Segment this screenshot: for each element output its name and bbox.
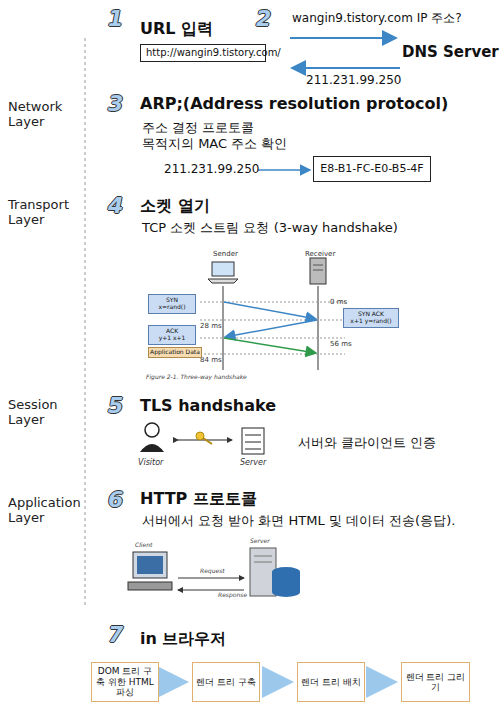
text-label: 서버와 클라이언트 인증: [298, 436, 436, 451]
text-label: 주소 결정 프로토콜: [142, 121, 254, 136]
box-subtext: x=rand(): [158, 304, 185, 311]
process-box: 렌더 트리 그리기: [401, 662, 470, 702]
flow-arrow: [162, 678, 181, 686]
text-label: 211.231.99.250: [164, 163, 259, 177]
text-label: Figure 2-1. Three-way handshake: [146, 374, 247, 381]
text-label: 목적지의 MAC 주소 확인: [142, 137, 287, 152]
text-label: in 브라우저: [140, 630, 226, 648]
layer-label: Application Layer: [8, 496, 78, 526]
text-label: HTTP 프로토콜: [140, 490, 257, 508]
callout-number: 7: [108, 622, 123, 647]
text-label: Client: [135, 542, 152, 549]
text-label: wangin9.tistory.com IP 주소?: [292, 12, 462, 26]
text-label: TCP 소켓 스트림 요청 (3-way handshake): [142, 221, 398, 236]
text-label: 84 ms: [200, 356, 222, 364]
text-label: Sender: [213, 250, 238, 258]
flow-arrow: [263, 678, 286, 686]
box-text: Application Data: [150, 349, 200, 356]
process-box: DOM 트리 구축 위한 HTML 파싱: [91, 662, 159, 702]
box-text: SYN: [166, 297, 178, 304]
dns-request-arrow: [290, 37, 396, 39]
packet-box: SYN ACKx+1 y=rand(): [343, 308, 399, 328]
packet-box: ACKy+1 x+1: [148, 325, 196, 345]
packet-box: SYNx=rand(): [148, 294, 196, 314]
callout-number: 5: [108, 393, 123, 418]
layer-label: Session Layer: [8, 398, 70, 428]
box-text: E8-B1-FC-E0-B5-4F: [320, 163, 423, 176]
text-label: URL 입력: [140, 20, 213, 38]
text-label: 28 ms: [200, 322, 222, 330]
box-text: ACK: [166, 328, 178, 335]
text-label: 56 ms: [330, 340, 352, 348]
text-label: Visitor: [138, 458, 163, 467]
text-label: 211.231.99.250: [306, 74, 401, 88]
text-label: Response: [218, 592, 247, 599]
process-box: 렌더 트리 구축: [192, 662, 260, 702]
box-text: SYN ACK: [358, 311, 384, 318]
value-box: E8-B1-FC-E0-B5-4F: [313, 156, 431, 182]
text-label: 서버에서 요청 받아 화면 HTML 및 데이터 전송(응답).: [142, 514, 455, 529]
flow-arrow: [368, 678, 390, 686]
layer-label: Network Layer: [8, 100, 70, 130]
callout-number: 4: [108, 193, 123, 218]
callout-number: 6: [108, 487, 123, 512]
arp-arrow: [258, 169, 310, 171]
http-figure: [128, 548, 300, 597]
tls-figure: [140, 423, 264, 454]
handshake-figure: [200, 258, 345, 370]
box-text: 렌더 트리 구축: [196, 677, 256, 687]
text-label: TLS handshake: [140, 397, 276, 415]
text-label: 0 ms: [330, 298, 347, 306]
box-text: 렌더 트리 그리기: [404, 672, 467, 693]
box-text: DOM 트리 구축 위한 HTML 파싱: [94, 666, 156, 697]
text-label: Request: [200, 568, 225, 575]
process-box: 렌더 트리 배치: [297, 662, 365, 702]
text-label: Server: [250, 538, 270, 545]
packet-box: Application Data: [148, 347, 202, 358]
text-label: ARP;(Address resolution protocol): [140, 95, 448, 113]
text-label: 소켓 열기: [140, 197, 210, 215]
box-subtext: x+1 y=rand(): [350, 318, 391, 325]
value-box: http://wangin9.tistory.com/: [140, 44, 266, 62]
box-text: 렌더 트리 배치: [301, 677, 361, 687]
text-label: DNS Server: [402, 44, 499, 61]
box-text: http://wangin9.tistory.com/: [146, 47, 281, 59]
dns-response-arrow: [292, 67, 400, 69]
callout-number: 2: [256, 6, 271, 31]
text-label: Receiver: [305, 250, 335, 258]
callout-number: 1: [108, 6, 123, 31]
text-label: Server: [240, 458, 266, 467]
divider: [85, 38, 86, 605]
callout-number: 3: [108, 91, 123, 116]
box-subtext: y+1 x+1: [159, 335, 186, 342]
layer-label: Transport Layer: [8, 198, 70, 228]
